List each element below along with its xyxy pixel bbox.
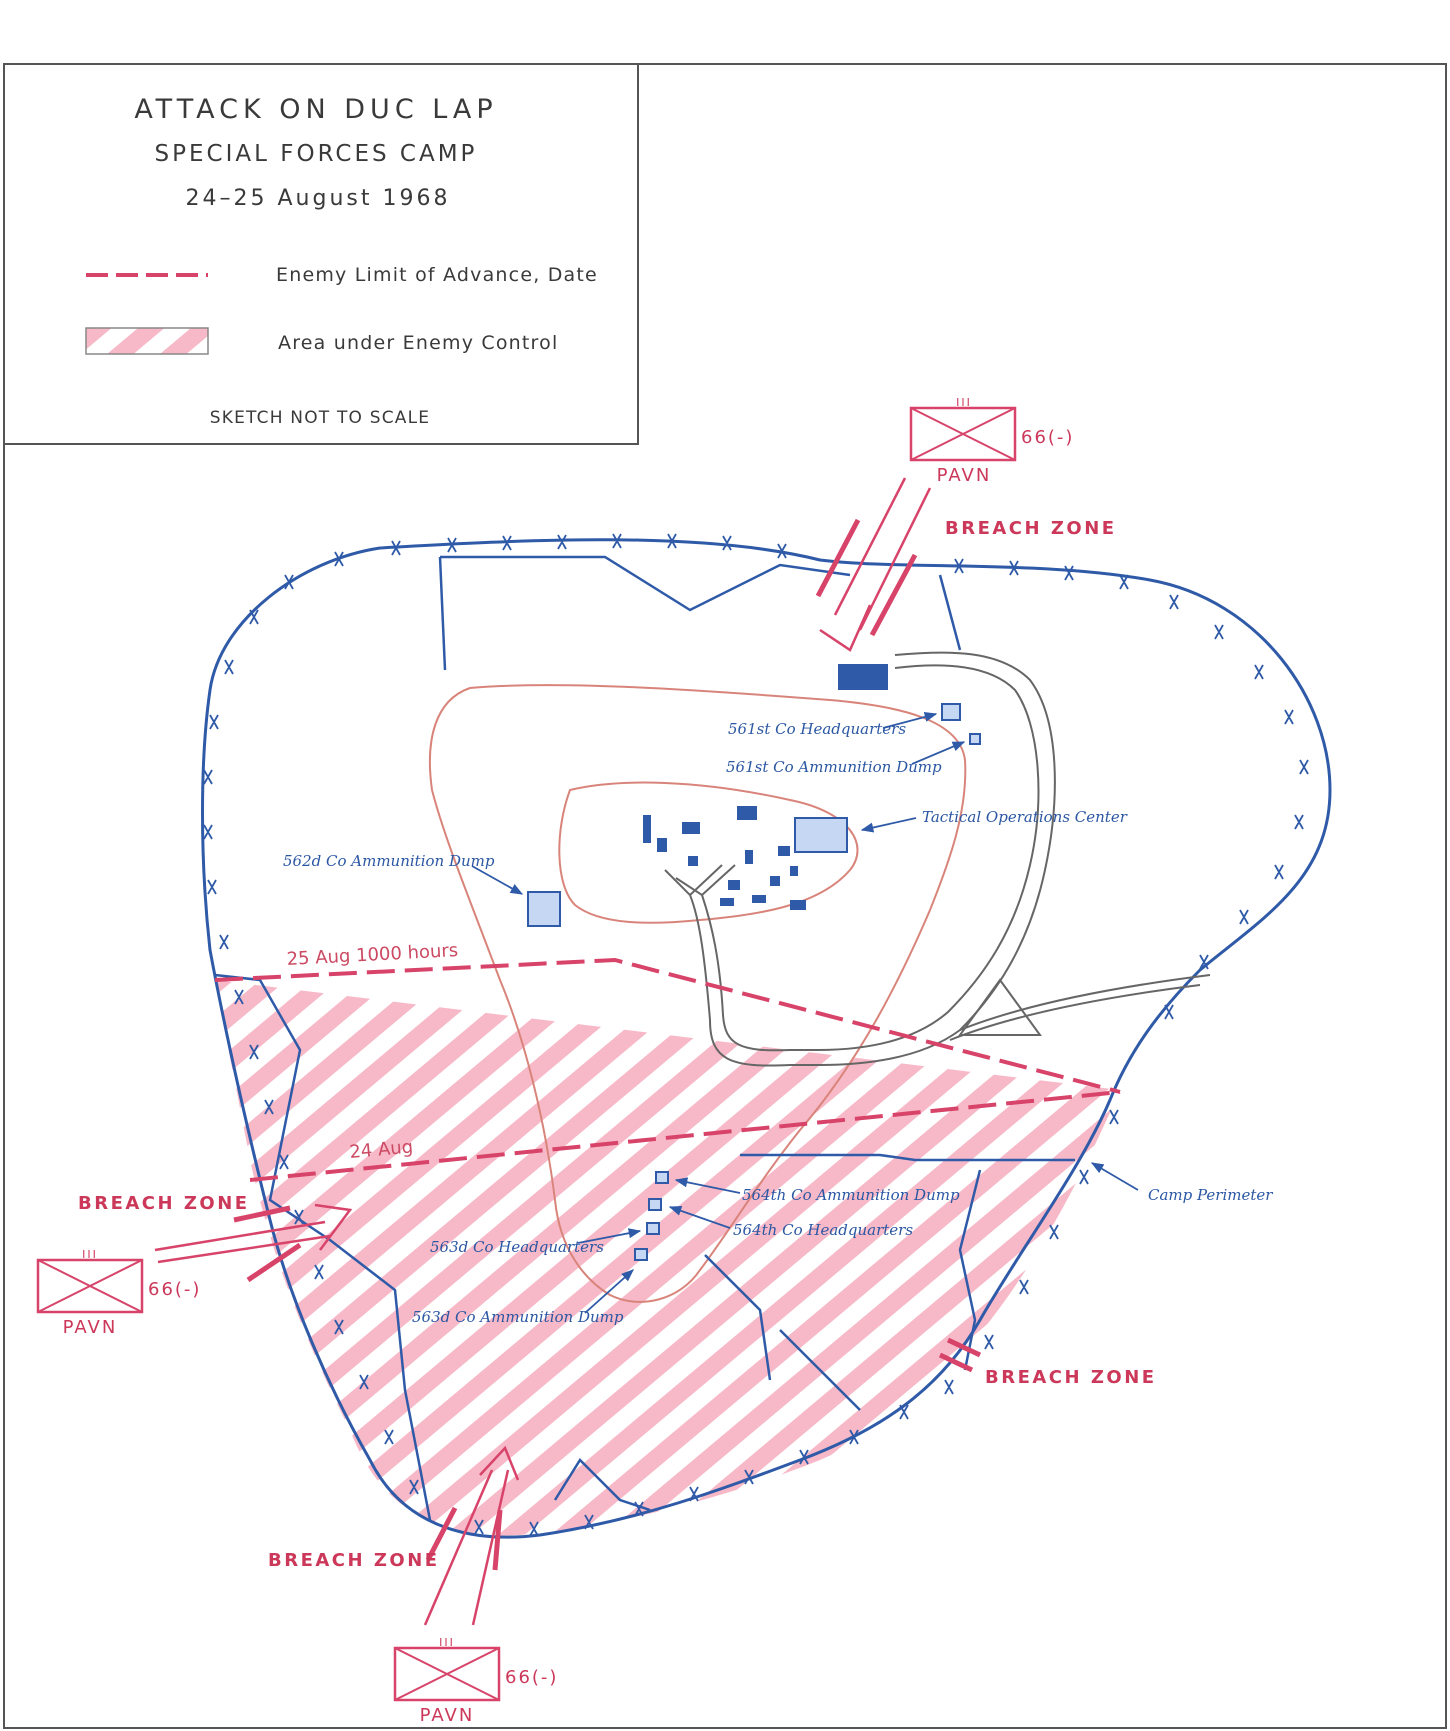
breach-marks [233, 518, 982, 1571]
unit-echelon-south: III [439, 1636, 455, 1649]
legend: ATTACK ON DUC LAP SPECIAL FORCES CAMP 24… [3, 63, 639, 445]
label-toc: Tactical Operations Center [922, 808, 1128, 826]
attack-arrows [154, 477, 932, 1626]
hq-563-building [646, 1222, 660, 1235]
unit-designation-west: 66(-) [148, 1279, 201, 1300]
center-building-9 [770, 876, 780, 886]
outer-contour [428, 684, 967, 1303]
center-building-2 [682, 822, 700, 834]
unit-symbol-north: III 66(-) PAVN [909, 396, 1074, 486]
center-building-4 [657, 838, 667, 852]
breach-zone-label-east: BREACH ZONE [985, 1367, 1157, 1388]
legend-dashed-line-label: Enemy Limit of Advance, Date [276, 264, 598, 286]
unit-echelon-north: III [956, 396, 972, 409]
map-frame [3, 63, 1447, 1729]
label-ammo-562: 562d Co Ammunition Dump [283, 852, 495, 870]
legend-dates: 24–25 August 1968 [186, 186, 451, 211]
label-hq-561: 561st Co Headquarters [728, 720, 906, 738]
legend-note: SKETCH NOT TO SCALE [210, 408, 430, 428]
center-building-5 [688, 856, 698, 866]
ammo-562-building [527, 891, 561, 927]
breach-zone-label-south: BREACH ZONE [268, 1550, 440, 1571]
unit-label-west: PAVN [63, 1317, 118, 1338]
unit-box-north [909, 406, 1017, 462]
unit-box-west [36, 1258, 144, 1314]
unit-echelon-west: III [82, 1248, 98, 1261]
toc-building [794, 817, 848, 853]
legend-box [3, 63, 639, 445]
breach-zone-label-west: BREACH ZONE [78, 1193, 250, 1214]
advance-line-24-aug [249, 1090, 1121, 1182]
attack-arrow-south [423, 1445, 520, 1626]
center-building-11 [790, 900, 806, 910]
center-building-13 [720, 898, 734, 906]
ammo-561-building [969, 733, 981, 745]
label-hq-564: 564th Co Headquarters [733, 1221, 913, 1239]
advance-line-25-aug [214, 957, 1121, 1094]
hq-561-building [941, 703, 961, 721]
unit-symbol-west: III 66(-) PAVN [36, 1248, 201, 1338]
center-building-8 [790, 866, 798, 876]
unit-label-north: PAVN [937, 465, 992, 486]
breach-zone-label-north: BREACH ZONE [945, 518, 1117, 539]
ammo-564-building [655, 1171, 669, 1184]
building-north [838, 664, 888, 690]
unit-designation-south: 66(-) [505, 1667, 558, 1688]
hq-564-building [648, 1198, 662, 1211]
label-ammo-564: 564th Co Ammunition Dump [742, 1186, 960, 1204]
center-building-1 [643, 815, 651, 843]
legend-subtitle: SPECIAL FORCES CAMP [155, 141, 478, 167]
unit-symbol-south: III 66(-) PAVN [393, 1636, 558, 1726]
perimeter-ticks [203, 533, 1309, 1537]
center-building-7 [778, 846, 790, 856]
unit-label-south: PAVN [420, 1705, 475, 1726]
center-building-6 [745, 850, 753, 864]
legend-hatched-box-label: Area under Enemy Control [278, 332, 558, 354]
label-hq-563: 563d Co Headquarters [430, 1238, 604, 1256]
facility-labels: 561st Co Headquarters 561st Co Ammunitio… [283, 720, 1273, 1326]
center-building-12 [752, 895, 766, 903]
label-ammo-561: 561st Co Ammunition Dump [726, 758, 942, 776]
label-camp-perimeter: Camp Perimeter [1148, 1186, 1273, 1204]
label-ammo-563: 563d Co Ammunition Dump [412, 1308, 624, 1326]
unit-designation-north: 66(-) [1021, 427, 1074, 448]
inner-fences [214, 555, 1075, 1521]
center-building-10 [728, 880, 740, 890]
attack-arrow-north [819, 477, 932, 652]
camp-perimeter [201, 533, 1332, 1539]
attack-arrow-west [154, 1203, 353, 1264]
advance-label-25-aug: 25 Aug 1000 hours [286, 940, 459, 970]
advance-lines [214, 957, 1121, 1182]
center-building-3 [737, 806, 757, 820]
roads [664, 651, 1211, 1067]
legend-hatched-box-symbol [85, 327, 209, 355]
facility-leaders [471, 712, 1139, 1314]
unit-box-south [393, 1646, 501, 1702]
ammo-563-building [634, 1248, 648, 1261]
perimeter-line [201, 538, 1332, 1539]
legend-title: ATTACK ON DUC LAP [134, 94, 497, 125]
buildings [527, 664, 981, 1261]
